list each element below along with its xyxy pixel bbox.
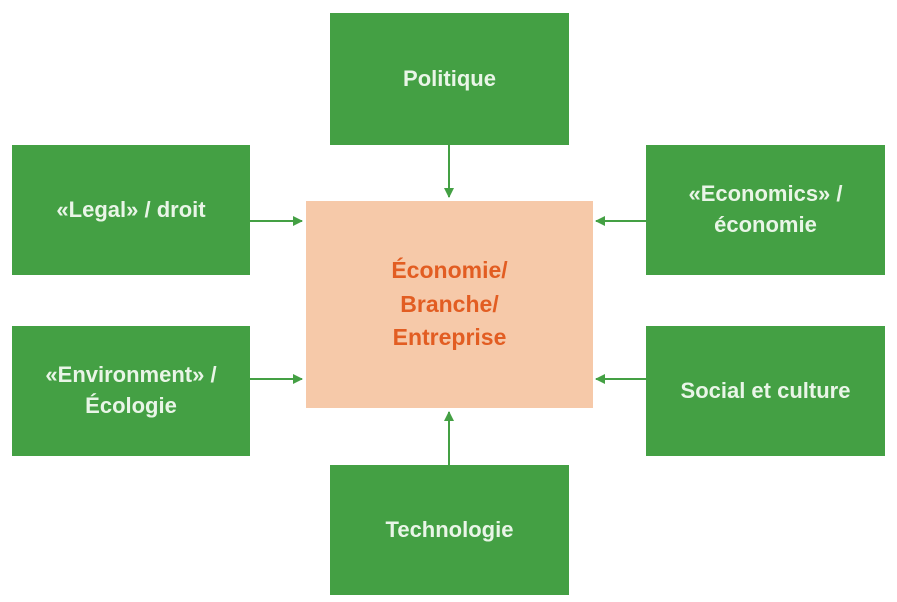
factor-label-politique: Politique — [403, 65, 496, 91]
center-label: Économie/ Branche/ Entreprise — [391, 257, 508, 351]
factor-label-environment: «Environment» / Écologie — [45, 362, 217, 418]
factor-box-environment: «Environment» / Écologie — [12, 326, 250, 456]
factor-label-technologie: Technologie — [385, 516, 514, 542]
factor-label-social: Social et culture — [680, 377, 851, 403]
center-box-economie: Économie/ Branche/ Entreprise — [306, 201, 593, 408]
factor-box-legal: «Legal» / droit — [12, 145, 250, 275]
factor-box-economics: «Economics» / économie — [646, 145, 885, 275]
factor-label-legal: «Legal» / droit — [56, 196, 206, 222]
factor-label-economics: «Economics» / économie — [688, 181, 843, 237]
factor-box-politique: Politique — [330, 13, 569, 145]
factor-box-social: Social et culture — [646, 326, 885, 456]
factor-box-technologie: Technologie — [330, 465, 569, 595]
